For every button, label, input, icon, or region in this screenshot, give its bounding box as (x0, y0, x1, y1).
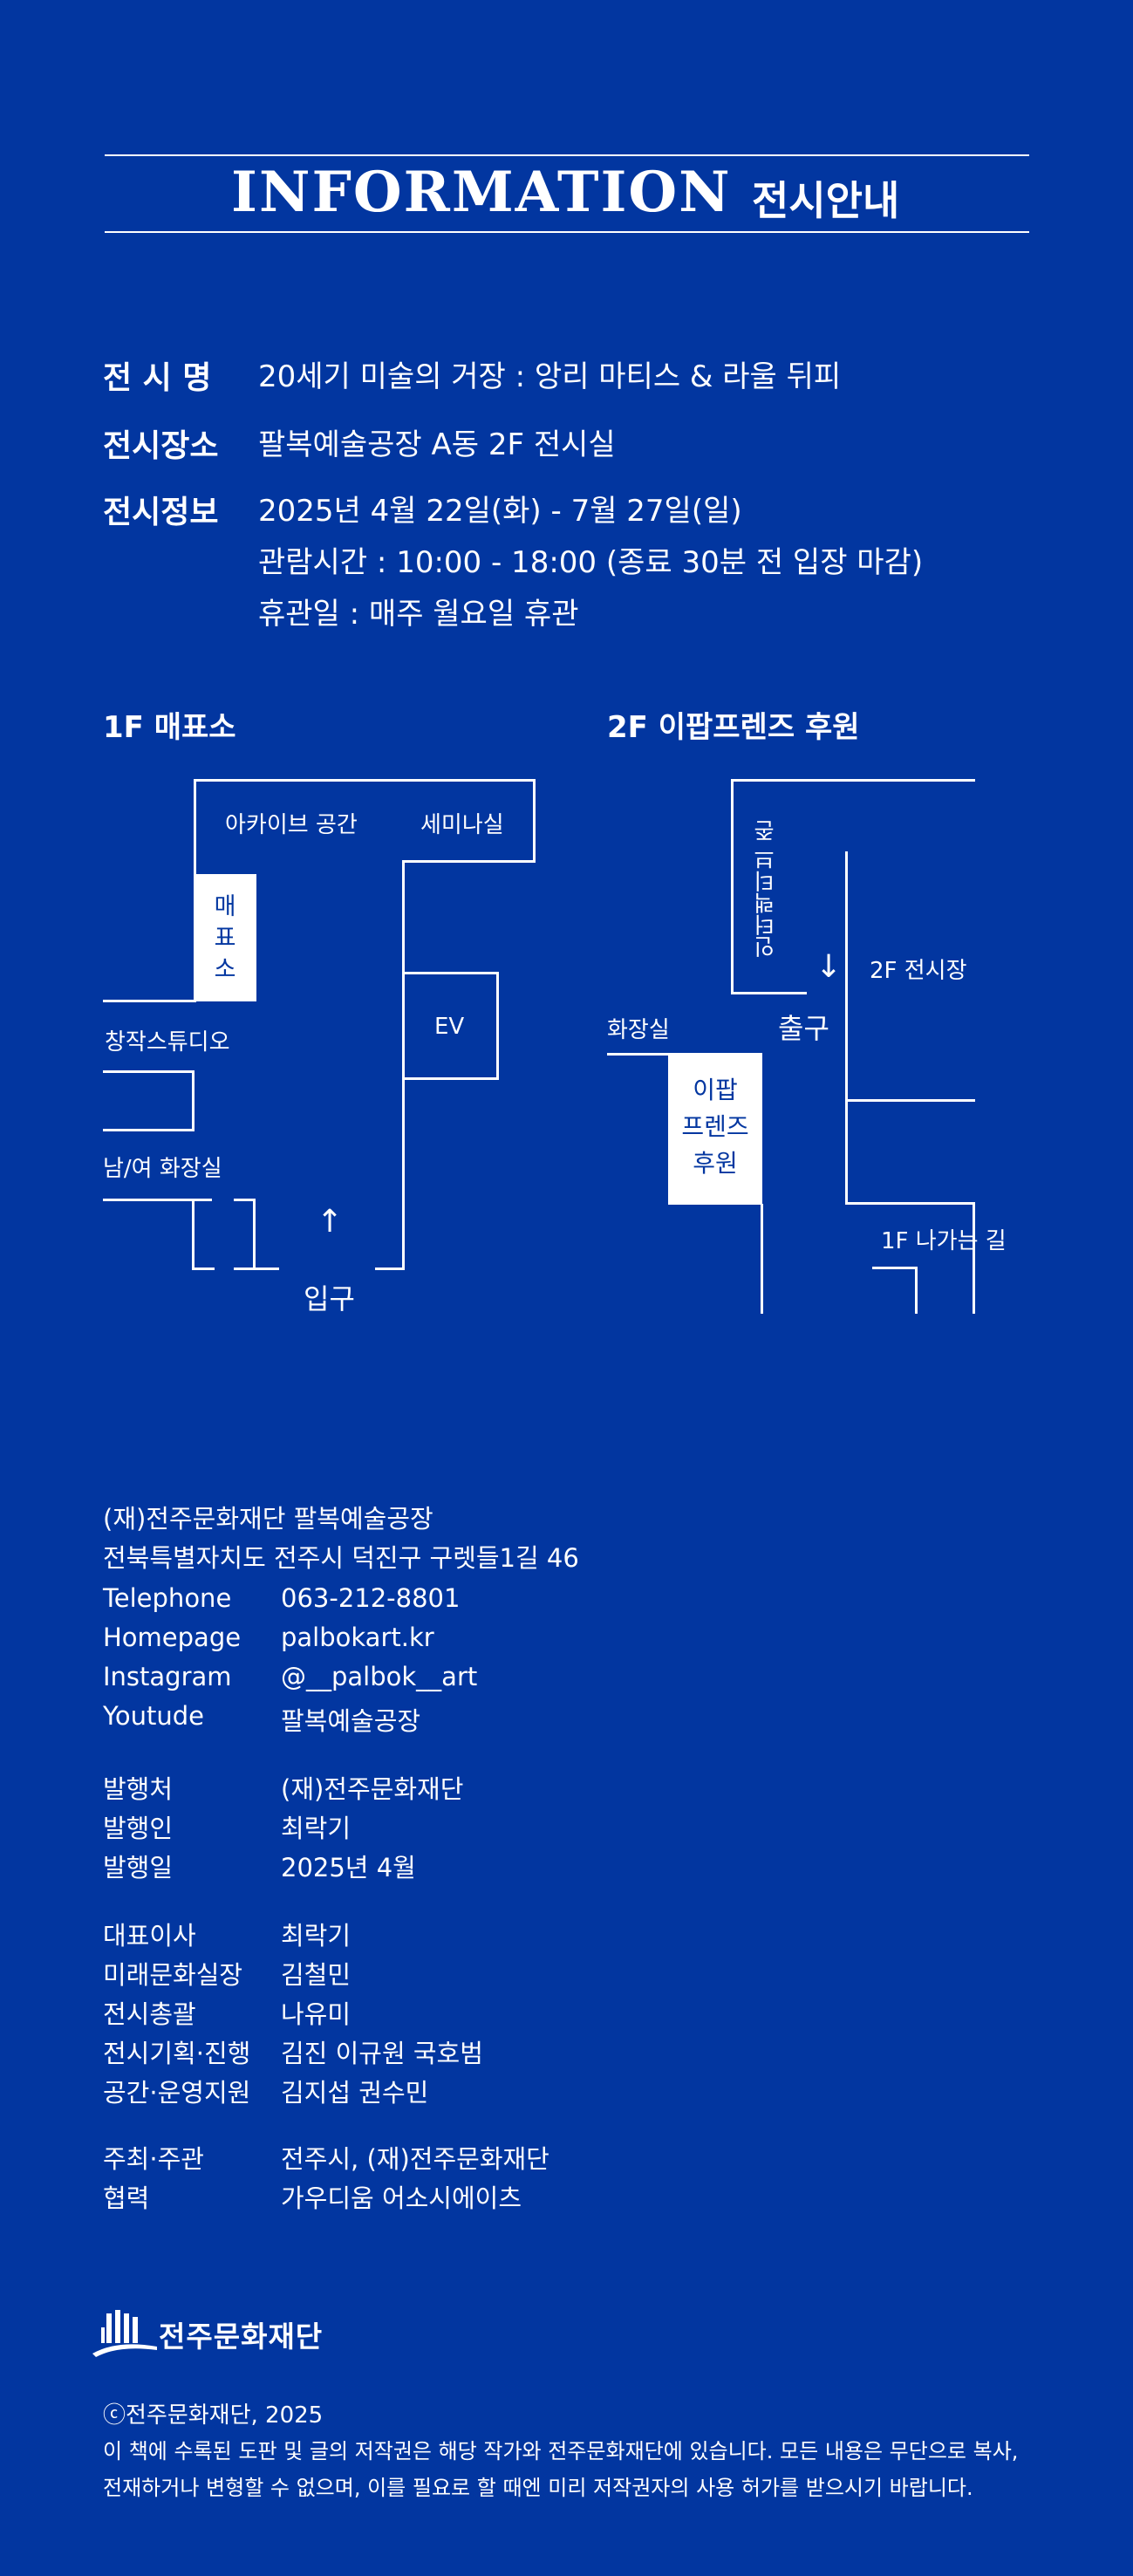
map-2f-hall: 2F 전시장 (870, 958, 967, 984)
copyright: ⓒ전주문화재단, 2025 (103, 2402, 324, 2429)
map-2f-wall (915, 1267, 918, 1314)
map-1f-wall (402, 860, 536, 863)
staff-value: 나유미 (281, 1999, 352, 2029)
map-1f-wall (234, 1268, 279, 1270)
staff-label: 전시총괄 (103, 1999, 196, 2029)
map-1f-entrance-arrow: ↑ (317, 1204, 344, 1240)
publish-value: 최락기 (281, 1814, 352, 1843)
map-2f-wall (607, 1053, 668, 1056)
map-1f-wall (402, 860, 405, 1270)
map-2f-exit-arrow: ↓ (816, 949, 843, 985)
title-ko: 전시안내 (752, 177, 900, 224)
map-2f-wall (731, 992, 807, 994)
map-2f-wall (872, 1267, 918, 1269)
map-1f-wall (192, 1199, 195, 1270)
map-2f-title: 2F 이팝프렌즈 후원 (607, 710, 860, 745)
info-value-closed: 휴관일 : 매주 월요일 휴관 (258, 597, 579, 632)
staff-value: 김진 이규원 국호범 (281, 2039, 483, 2068)
map-1f-seminar: 세미나실 (420, 812, 504, 838)
publish-value: 2025년 4월 (281, 1853, 416, 1882)
map-2f-wall (845, 851, 848, 1205)
publish-label: 발행처 (103, 1774, 174, 1804)
map-2f-wall (731, 779, 975, 782)
contact-homepage-link[interactable]: palbokart.kr (281, 1623, 434, 1652)
publish-label: 발행일 (103, 1853, 174, 1882)
map-1f-wall (192, 1268, 215, 1270)
map-2f-restroom: 화장실 (607, 1017, 670, 1043)
map-2f-to-1f: 1F 나가는 길 (881, 1228, 1007, 1254)
map-1f-wall (103, 1000, 196, 1002)
contact-instagram-link[interactable]: @__palbok__art (281, 1662, 478, 1691)
contact-label: Youtude (103, 1701, 204, 1731)
map-2f-wall (845, 1099, 975, 1102)
host-value: 가우디움 어소시에이츠 (281, 2183, 522, 2213)
map-1f-wall (402, 972, 499, 974)
foundation-logo-mark (92, 2310, 157, 2357)
info-value-dates: 2025년 4월 22일(화) - 7월 27일(일) (258, 494, 742, 529)
contact-youtube-link[interactable]: 팔복예술공장 (281, 1706, 421, 1736)
map-1f-wall (253, 1199, 256, 1270)
org-address: 전북특별자치도 전주시 덕진구 구렛들1길 46 (103, 1543, 579, 1573)
org-name: (재)전주문화재단 팔복예술공장 (103, 1504, 433, 1534)
staff-value: 김철민 (281, 1960, 352, 1990)
staff-label: 공간·운영지원 (103, 2078, 251, 2108)
map-1f-wall (234, 1199, 256, 1201)
staff-value: 김지섭 권수민 (281, 2078, 429, 2108)
title-en: INFORMATION (231, 160, 732, 225)
map-1f-ev: EV (434, 1014, 465, 1040)
map-1f-restroom: 남/여 화장실 (103, 1156, 222, 1182)
header-bottom-rule (105, 231, 1029, 233)
info-label-venue: 전시장소 (103, 428, 219, 464)
info-label-title: 전 시 명 (103, 360, 212, 396)
notice-line-2: 전재하거나 변형할 수 없으며, 이를 필요로 할 때엔 미리 저작권자의 사용… (103, 2476, 973, 2500)
map-1f-wall (402, 1077, 499, 1080)
map-1f-wall (103, 1070, 195, 1073)
map-1f-studio: 창작스튜디오 (105, 1029, 230, 1056)
host-label: 협력 (103, 2183, 150, 2213)
host-label: 주최·주관 (103, 2144, 204, 2174)
notice-line-1: 이 책에 수록된 도판 및 글의 저작권은 해당 작가와 전주문화재단에 있습니… (103, 2439, 1019, 2463)
map-1f-entrance: 입구 (304, 1282, 355, 1315)
info-value-venue: 팔복예술공장 A동 2F 전시실 (258, 427, 616, 462)
host-value: 전주시, (재)전주문화재단 (281, 2144, 549, 2174)
staff-value: 최락기 (281, 1921, 352, 1951)
map-1f-wall (192, 1070, 195, 1131)
map-1f-ticket-box: 매 표 소 (194, 874, 256, 1001)
map-2f-ipap-box: 이팝 프렌즈 후원 (668, 1053, 762, 1205)
foundation-logo-text: 전주문화재단 (159, 2320, 324, 2354)
staff-label: 미래문화실장 (103, 1960, 243, 1990)
map-2f-wall (731, 779, 734, 994)
map-2f-wall (761, 1204, 763, 1314)
map-1f-wall (375, 1268, 405, 1270)
contact-telephone: 063-212-8801 (281, 1583, 461, 1613)
map-1f-wall (103, 1129, 195, 1131)
publish-label: 발행인 (103, 1814, 174, 1843)
map-1f-wall (496, 972, 499, 1080)
info-label-details: 전시정보 (103, 495, 219, 530)
staff-label: 전시기획·진행 (103, 2039, 251, 2068)
map-2f-wall (845, 1202, 975, 1205)
contact-label: Telephone (103, 1583, 232, 1613)
info-value-title: 20세기 미술의 거장 : 앙리 마티스 & 라울 뒤피 (258, 359, 842, 394)
map-1f-title: 1F 매표소 (103, 710, 236, 745)
contact-label: Homepage (103, 1623, 242, 1652)
header-top-rule (105, 154, 1029, 156)
map-2f-wall (973, 1202, 975, 1314)
map-2f-interactive: 인터랙티브 존 (753, 820, 778, 958)
contact-label: Instagram (103, 1662, 232, 1691)
map-1f-wall (103, 1199, 212, 1201)
staff-label: 대표이사 (103, 1921, 196, 1951)
map-1f-wall (194, 779, 536, 782)
map-1f-wall (533, 779, 536, 862)
publish-value: (재)전주문화재단 (281, 1774, 464, 1804)
map-2f-exit: 출구 (778, 1012, 829, 1045)
info-value-hours: 관람시간 : 10:00 - 18:00 (종료 30분 전 입장 마감) (258, 545, 924, 580)
map-1f-archive: 아카이브 공간 (225, 812, 358, 838)
